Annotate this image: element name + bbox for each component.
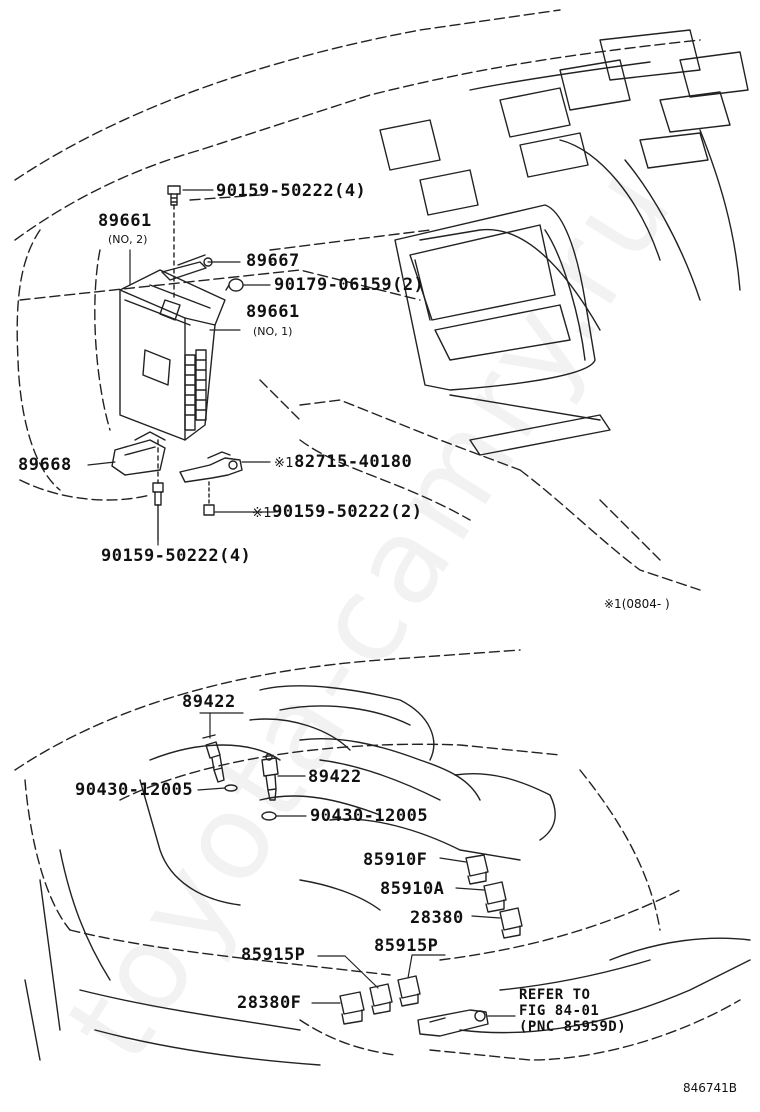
label-wire-clamp-part: 82715-40180: [294, 452, 413, 472]
clip-90179: [225, 278, 244, 292]
label-sensor-left[interactable]: 89422: [182, 692, 236, 712]
bolt-top: [167, 185, 181, 301]
label-relay-85910A[interactable]: 85910A: [380, 879, 445, 899]
dashboard-vents: [379, 29, 749, 331]
relay-85910F: [465, 854, 489, 885]
relay-85915P-b: [397, 975, 421, 1007]
gasket-left: [224, 784, 238, 792]
label-relay-28380[interactable]: 28380: [410, 908, 464, 928]
label-gasket-right[interactable]: 90430-12005: [310, 806, 429, 826]
label-clamp-bolt[interactable]: ※190159-50222(2): [252, 504, 422, 521]
label-clamp-bolt-part: 90159-50222(2): [272, 502, 423, 522]
gasket-right: [261, 811, 277, 821]
engine-bay-outline: [14, 649, 741, 1061]
mark-wire-clamp: ※1: [274, 456, 295, 471]
engine-block: [24, 685, 751, 1066]
label-ecu-no1-note: (NO, 1): [253, 325, 293, 338]
bracket-89668: [111, 431, 166, 476]
label-bracket-89668[interactable]: 89668: [18, 455, 72, 475]
relay-bracket: [417, 1009, 489, 1037]
label-relay-85910F[interactable]: 85910F: [363, 850, 428, 870]
bracket-89667: [161, 254, 213, 281]
label-sensor-right[interactable]: 89422: [308, 767, 362, 787]
wire-clamp: [179, 451, 243, 483]
label-ecu-no1[interactable]: 89661: [246, 302, 300, 322]
reference-line-1: REFER TO: [519, 987, 591, 1003]
reference-note[interactable]: REFER TO FIG 84-01 (PNC 85959D): [519, 987, 626, 1035]
label-wire-clamp[interactable]: ※182715-40180: [274, 454, 412, 471]
label-relay-28380F[interactable]: 28380F: [237, 993, 302, 1013]
label-relay-85915P-left[interactable]: 85915P: [241, 945, 306, 965]
label-clip[interactable]: 90179-06159(2): [274, 275, 425, 295]
leaders-upper: [87, 189, 276, 546]
label-bolt-bottom[interactable]: 90159-50222(4): [101, 546, 252, 566]
figure-id: 846741B: [683, 1081, 738, 1095]
clamp-bolt: [203, 481, 215, 516]
sensor-right: [261, 753, 279, 801]
label-bracket-89667[interactable]: 89667: [246, 251, 300, 271]
relay-85915P-a: [369, 983, 393, 1015]
leaders-lower: [197, 712, 516, 1017]
dashboard-outline: [14, 9, 701, 591]
center-panel: [394, 204, 611, 456]
label-bolt-top[interactable]: 90159-50222(4): [216, 181, 367, 201]
reference-line-2: FIG 84-01: [519, 1003, 600, 1020]
label-relay-85915P-right[interactable]: 85915P: [374, 936, 439, 956]
bolt-bottom: [152, 439, 164, 541]
reference-line-3: (PNC 85959D): [519, 1019, 627, 1036]
label-ecu-no2-note: (NO, 2): [108, 233, 148, 246]
footnote: ※1(0804- ): [604, 597, 670, 611]
sensor-left: [202, 734, 225, 783]
mark-clamp-bolt: ※1: [252, 506, 273, 521]
ecu-box: [119, 269, 226, 441]
relay-85910A: [483, 881, 507, 913]
label-ecu-no2[interactable]: 89661: [98, 211, 152, 231]
relay-28380F: [339, 991, 365, 1025]
label-gasket-left[interactable]: 90430-12005: [75, 780, 194, 800]
relay-28380: [499, 907, 523, 939]
